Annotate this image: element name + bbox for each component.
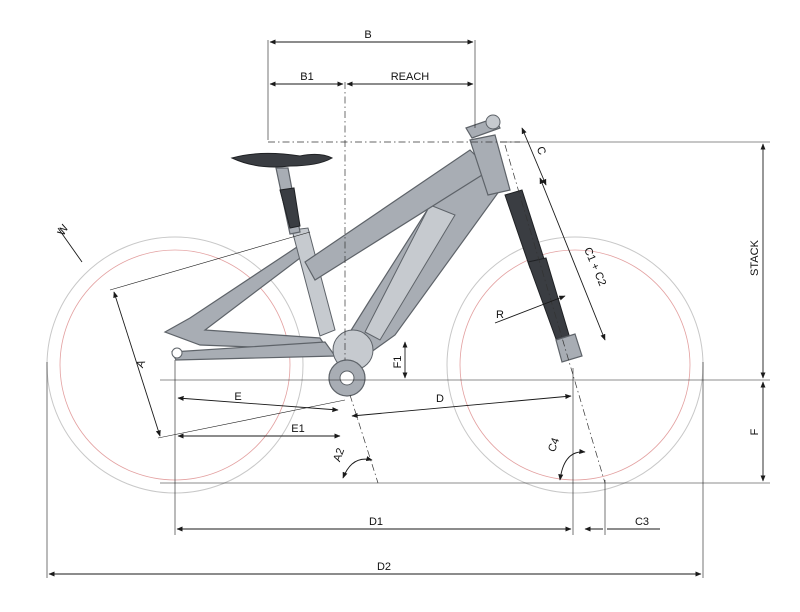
label-d: D <box>436 393 444 405</box>
label-c4: C4 <box>546 436 562 453</box>
label-r: R <box>496 309 504 321</box>
label-c1-c2: C1 + C2 <box>581 246 608 288</box>
label-f: F <box>749 428 761 435</box>
label-w: W <box>56 222 72 238</box>
label-b1: B1 <box>300 71 313 83</box>
label-a: A <box>134 358 148 370</box>
stem <box>465 114 501 139</box>
label-c: C <box>534 145 548 157</box>
extension-lines <box>46 40 770 578</box>
label-a2: A2 <box>331 447 347 464</box>
saddle <box>230 152 334 235</box>
bike-frame <box>163 134 511 397</box>
label-d2: D2 <box>377 561 391 573</box>
dimension-lines <box>48 39 766 577</box>
label-f1: F1 <box>392 356 404 369</box>
label-e: E <box>234 391 241 403</box>
label-c3: C3 <box>635 516 649 528</box>
label-e1: E1 <box>291 423 304 435</box>
label-stack: STACK <box>749 239 761 276</box>
label-b: B <box>364 29 371 41</box>
front-wheel <box>446 236 704 494</box>
label-d1: D1 <box>369 516 383 528</box>
label-reach: REACH <box>391 71 430 83</box>
